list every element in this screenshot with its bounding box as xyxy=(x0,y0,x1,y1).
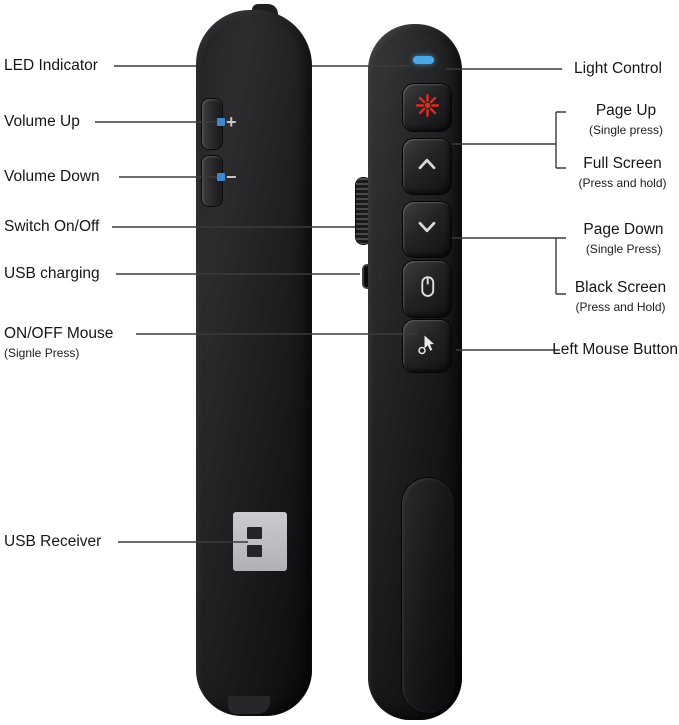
label-black-screen-title: Black Screen xyxy=(574,279,667,296)
label-led-indicator: LED Indicator xyxy=(4,57,98,74)
mouse-icon xyxy=(415,274,440,304)
label-page-up-title: Page Up xyxy=(595,102,657,119)
label-volume-down: Volume Down xyxy=(4,168,100,185)
volume-up-glyph: + xyxy=(226,112,237,132)
page-up-button xyxy=(403,139,451,194)
led-indicator-light xyxy=(413,56,434,64)
label-page-down-sub: (Single Press) xyxy=(585,242,662,256)
volume-down-marker xyxy=(217,173,225,181)
label-light-control: Light Control xyxy=(574,60,662,77)
label-page-down: Page Down (Single Press) xyxy=(568,221,679,256)
label-page-down-title: Page Down xyxy=(583,221,664,238)
label-on-off-mouse-title: ON/OFF Mouse xyxy=(4,325,114,342)
label-page-up-sub: (Single press) xyxy=(588,123,664,137)
chevron-down-icon xyxy=(414,214,440,245)
label-black-screen-sub: (Press and Hold) xyxy=(575,300,666,314)
volume-up-button xyxy=(202,99,222,149)
label-black-screen: Black Screen (Press and Hold) xyxy=(562,279,679,314)
left-click-button xyxy=(403,320,451,372)
label-switch-on-off: Switch On/Off xyxy=(4,218,100,235)
label-usb-charging: USB charging xyxy=(4,265,100,282)
label-usb-receiver: USB Receiver xyxy=(4,533,102,550)
label-on-off-mouse-sub: (Signle Press) xyxy=(4,346,80,360)
mouse-mode-button xyxy=(403,261,451,317)
usb-contact-hole xyxy=(247,545,262,557)
cursor-arrow-icon xyxy=(415,332,439,361)
page-down-button xyxy=(403,202,451,257)
connector-pageup-fullscreen xyxy=(452,111,566,169)
usb-contact-hole xyxy=(247,527,262,539)
chevron-up-icon xyxy=(414,151,440,182)
label-left-mouse-button: Left Mouse Button xyxy=(552,341,678,358)
usb-receiver xyxy=(233,512,287,571)
label-full-screen-sub: (Press and hold) xyxy=(578,176,667,190)
label-full-screen-title: Full Screen xyxy=(583,155,662,172)
on-off-scroll-wheel xyxy=(356,178,371,244)
connector-pagedown-blackscreen xyxy=(452,237,566,295)
label-volume-up: Volume Up xyxy=(4,113,80,130)
volume-down-glyph: − xyxy=(226,167,237,187)
volume-up-marker xyxy=(217,118,225,126)
laser-light-button xyxy=(403,84,451,131)
receiver-storage-slot xyxy=(402,478,454,713)
label-full-screen: Full Screen (Press and hold) xyxy=(566,155,679,190)
label-on-off-mouse: ON/OFF Mouse (Signle Press) xyxy=(4,325,113,360)
volume-down-button xyxy=(202,156,222,206)
label-page-up: Page Up (Single press) xyxy=(573,102,679,137)
laser-burst-icon xyxy=(415,93,440,123)
bottom-notch xyxy=(228,696,270,714)
